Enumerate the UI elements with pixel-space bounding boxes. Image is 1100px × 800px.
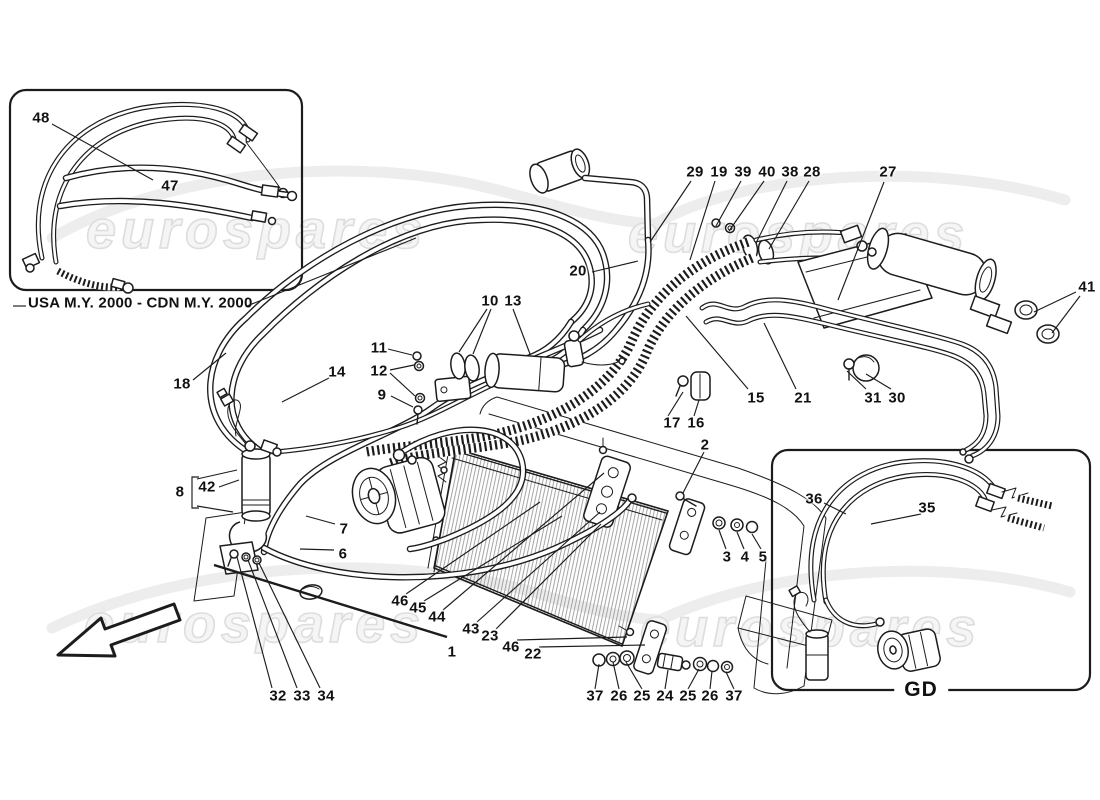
item1-bracket-line <box>213 563 448 639</box>
body-frame-drawing <box>479 396 833 695</box>
part-number-label: 35 <box>918 499 936 517</box>
part-number-label: 8 <box>175 483 185 501</box>
inset-hose-drawing <box>21 102 289 294</box>
part-number-label: 28 <box>803 163 821 181</box>
part-number-label: 20 <box>569 262 587 280</box>
part-number-label: 24 <box>656 687 674 705</box>
part-number-label: 48 <box>32 109 50 127</box>
part-number-label: 19 <box>710 163 728 181</box>
part-number-label: 9 <box>377 386 387 404</box>
variant-caption: USA M.Y. 2000 - CDN M.Y. 2000 <box>28 294 253 312</box>
part-number-label: 12 <box>370 362 388 380</box>
part-number-label: 16 <box>687 414 705 432</box>
main-loop-hoses-drawing <box>207 201 611 456</box>
part-number-label: 2 <box>700 436 710 454</box>
part-number-label: 27 <box>879 163 897 181</box>
part-number-label: 3 <box>722 548 732 566</box>
part-number-label: 41 <box>1078 278 1096 296</box>
part-number-label: 39 <box>734 163 752 181</box>
part-number-label: 30 <box>888 389 906 407</box>
part-number-label: 47 <box>161 177 179 195</box>
part-number-label: 15 <box>747 389 765 407</box>
part-number-label: 14 <box>328 363 346 381</box>
part-number-label: 7 <box>339 520 349 538</box>
direction-arrow <box>56 602 182 658</box>
part-number-label: 40 <box>758 163 776 181</box>
part-number-label: 45 <box>409 599 427 617</box>
part-number-label: 13 <box>504 292 522 310</box>
part-number-label: 37 <box>725 687 743 705</box>
inset-border-top-left <box>8 88 304 292</box>
part-number-label: 29 <box>686 163 704 181</box>
part-number-label: 22 <box>524 645 542 663</box>
part-number-label: 32 <box>269 687 287 705</box>
inline-filter-drawing <box>412 301 651 425</box>
part-number-label: 25 <box>633 687 651 705</box>
vent-elbow-drawing <box>529 148 652 244</box>
part-number-label: 1 <box>447 643 457 661</box>
part-number-label: 44 <box>428 608 446 626</box>
part-number-label: 17 <box>663 414 681 432</box>
inset-code-caption: GD <box>894 678 948 702</box>
corrugated-hoses-drawing <box>361 237 757 469</box>
leader-lines <box>13 123 1081 690</box>
watermark-layer: eurospares eurospares eurospares eurospa… <box>83 199 977 659</box>
part-number-label: 33 <box>293 687 311 705</box>
compressor-drawing <box>260 426 637 600</box>
inset-gd-drawing <box>788 458 1056 681</box>
part-number-label: 46 <box>502 638 520 656</box>
top-left-hoses-drawing <box>56 164 298 226</box>
receiver-drier-drawing <box>193 387 282 602</box>
part-number-label: 18 <box>173 375 191 393</box>
part-number-label: 26 <box>701 687 719 705</box>
part-number-label: 46 <box>391 592 409 610</box>
evaporator-drawing <box>675 218 1060 464</box>
part-number-label: 31 <box>864 389 882 407</box>
part-number-label: 6 <box>338 545 348 563</box>
part-number-label: 21 <box>794 389 812 407</box>
part-number-label: 5 <box>758 548 768 566</box>
part-number-label: 43 <box>462 620 480 638</box>
part-number-label: 38 <box>781 163 799 181</box>
part-number-label: 10 <box>481 292 499 310</box>
part-number-label: 23 <box>481 627 499 645</box>
part-number-label: 11 <box>370 339 388 357</box>
part-number-label: 36 <box>805 490 823 508</box>
part-number-label: 37 <box>586 687 604 705</box>
part-number-label: 34 <box>317 687 335 705</box>
part-number-label: 42 <box>198 478 216 496</box>
part-number-label: 25 <box>679 687 697 705</box>
part-number-label: 26 <box>610 687 628 705</box>
part-number-label: 4 <box>740 548 750 566</box>
watermark-text: eurospares <box>86 200 427 260</box>
